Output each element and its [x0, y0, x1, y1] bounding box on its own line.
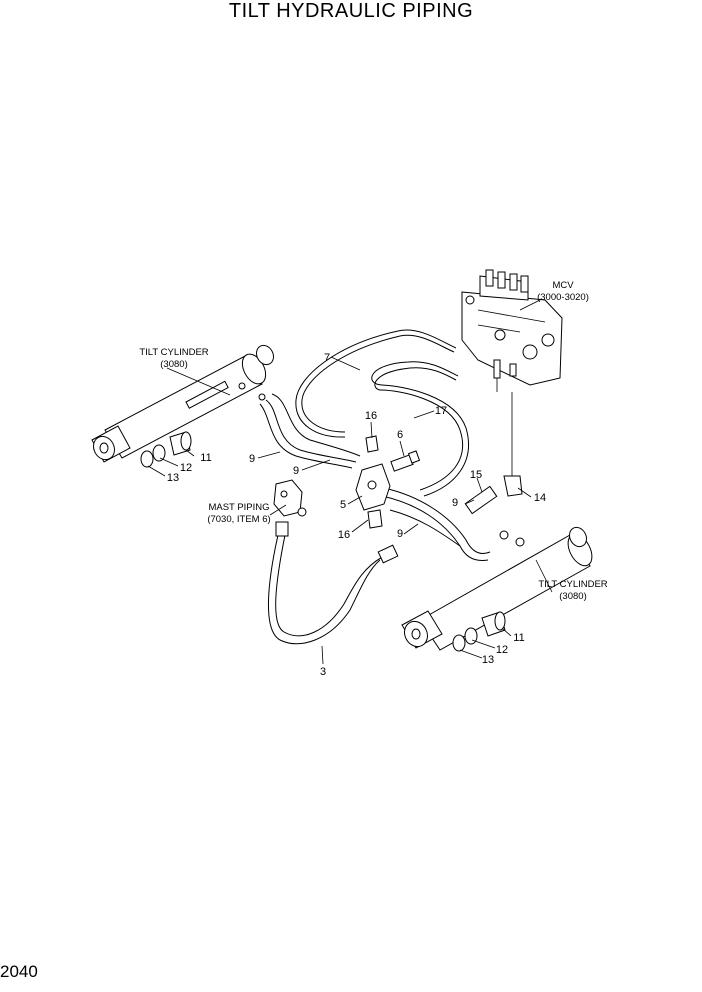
callout-9-c: 9: [452, 497, 458, 509]
hose-9-lower-a: [383, 487, 491, 554]
callout-9-a: 9: [249, 453, 255, 465]
mast-piping-name: MAST PIPING: [208, 502, 269, 513]
mcv-ref: (3000-3020): [537, 292, 589, 303]
tube-7: [301, 334, 455, 433]
callout-3: 3: [320, 666, 326, 678]
mcv-name: MCV: [552, 280, 574, 291]
callout-13-lower: 13: [482, 654, 494, 666]
tilt-cylinder-lower: [401, 526, 593, 651]
hose-9-upper-b: [271, 393, 361, 457]
callout-16-lower: 16: [338, 529, 350, 541]
hose-9-lower-b: [389, 509, 461, 547]
callout-12-upper: 12: [180, 462, 192, 474]
elbow-16-upper: [365, 435, 379, 453]
mast-piping-ref: (7030, ITEM 6): [207, 514, 270, 525]
page-title: TILT HYDRAULIC PIPING: [228, 0, 474, 22]
fitting-6: [390, 450, 421, 472]
tee-block-5: [355, 463, 391, 511]
tilt-cylinder-upper-ref: (3080): [160, 359, 187, 370]
tube-17: [374, 367, 464, 491]
seal-kit-upper: [140, 431, 192, 468]
tilt-cylinder-lower-name: TILT CYLINDER: [538, 579, 607, 590]
elbow-14: [503, 392, 523, 497]
callout-9-b: 9: [293, 465, 299, 477]
hose-3: [267, 534, 381, 645]
elbow-16-lower: [367, 509, 383, 529]
mcv-valve-block: [461, 269, 563, 392]
callout-16-upper: 16: [365, 410, 377, 422]
callout-11-lower: 11: [513, 632, 524, 644]
leader-lines: [147, 299, 553, 665]
callout-9-d: 9: [397, 528, 403, 540]
callout-13-upper: 13: [167, 472, 179, 484]
fitting-15: [464, 485, 498, 515]
callout-5: 5: [340, 499, 346, 511]
tilt-cylinder-upper: [91, 344, 274, 463]
page-number: 2040: [0, 962, 38, 981]
hose-9-upper-a: [265, 399, 357, 463]
callout-7: 7: [324, 352, 330, 364]
tilt-cylinder-upper-name: TILT CYLINDER: [139, 347, 208, 358]
callout-6: 6: [397, 429, 403, 441]
callout-15: 15: [470, 469, 482, 481]
callout-11-upper: 11: [200, 452, 211, 464]
mast-piping-block: [273, 479, 307, 517]
callout-12-lower: 12: [496, 644, 508, 656]
seal-kit-lower: [452, 611, 506, 652]
tilt-cylinder-lower-ref: (3080): [559, 591, 586, 602]
callout-14: 14: [534, 492, 546, 504]
callout-17: 17: [435, 405, 447, 417]
